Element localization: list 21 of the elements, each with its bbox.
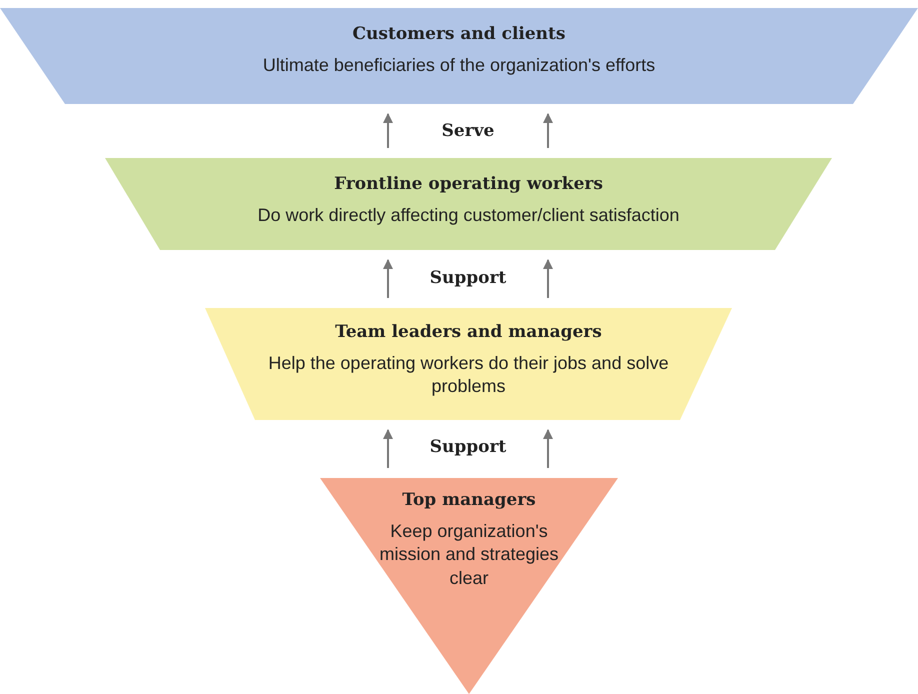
level-heading: Top managers — [402, 490, 536, 510]
trapezoid-band — [205, 308, 732, 420]
level-description: Do work directly affecting customer/client satisfaction — [258, 204, 680, 227]
level-heading: Frontline operating workers — [334, 174, 603, 194]
arrow — [543, 259, 553, 298]
arrow — [543, 113, 553, 148]
arrow — [383, 113, 393, 148]
trapezoid-band — [0, 8, 918, 104]
relation-label: Serve — [442, 121, 494, 141]
level-heading: Customers and clients — [352, 24, 566, 44]
relation-label: Support — [430, 268, 506, 288]
level-description: Keep organization's mission and strategies clear — [378, 520, 560, 590]
arrow — [383, 429, 393, 468]
inverted-triangle — [320, 478, 618, 694]
level-heading: Team leaders and managers — [335, 322, 602, 342]
trapezoid-band — [105, 158, 832, 250]
level-description: Help the operating workers do their jobs and solve problems — [267, 352, 670, 398]
arrow — [383, 259, 393, 298]
relation-label: Support — [430, 437, 506, 457]
arrow — [543, 429, 553, 468]
level-description: Ultimate beneficiaries of the organization's efforts — [262, 54, 656, 77]
